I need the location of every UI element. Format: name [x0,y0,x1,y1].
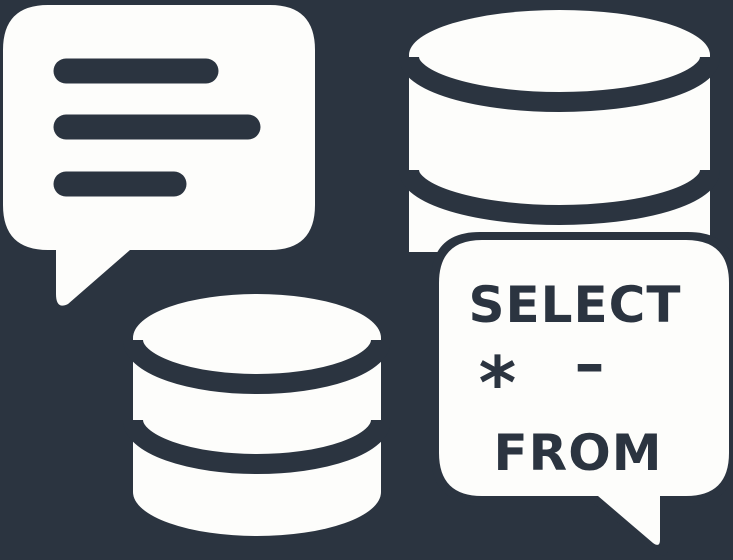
database-seam-2 [399,168,720,225]
database-seam-2 [123,419,391,474]
chat-bubble-body [3,5,315,306]
sql-dash: – [575,329,606,399]
database-seam-1 [399,55,720,112]
database-seam-1 [123,339,391,394]
sql-bubble-icon: SELECT * – FROM [431,232,733,556]
database-icon [399,10,720,252]
sql-keyword-select: SELECT [469,276,682,334]
database-icon [123,294,391,536]
database-lid [133,294,381,382]
chat-bubble-icon [3,5,315,306]
sql-asterisk: * [479,341,518,425]
database-lid [409,10,710,100]
sql-keyword-from: FROM [494,424,663,482]
sql-bubble-body [439,240,729,545]
